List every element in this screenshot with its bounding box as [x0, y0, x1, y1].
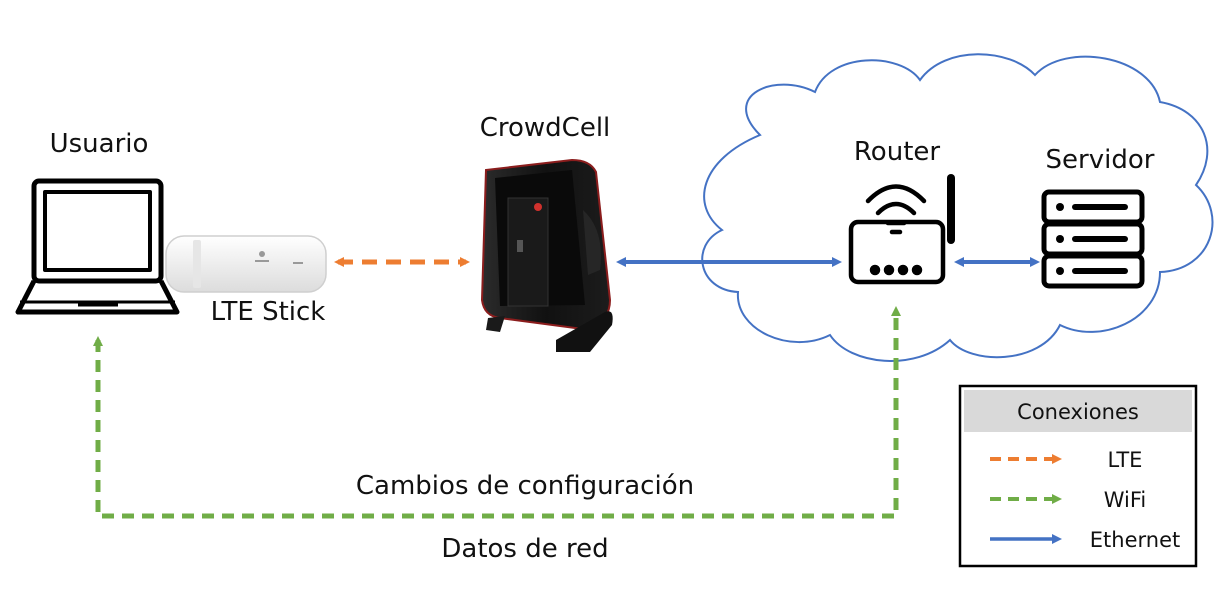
legend-ethernet-label: Ethernet	[1090, 528, 1180, 552]
crowdcell-device-icon	[480, 158, 613, 352]
legend-title: Conexiones	[1017, 400, 1139, 424]
label-user: Usuario	[50, 129, 149, 159]
label-network-data: Datos de red	[441, 534, 608, 564]
legend-lte-label: LTE	[1108, 448, 1143, 472]
legend: Conexiones LTE WiFi Ethernet	[958, 384, 1198, 568]
wifi-connection	[93, 306, 901, 519]
laptop-icon	[15, 178, 180, 315]
legend-header	[964, 390, 1192, 432]
lte-stick-icon	[165, 235, 327, 293]
label-crowdcell: CrowdCell	[480, 113, 611, 143]
legend-wifi-label: WiFi	[1104, 488, 1147, 512]
label-config-changes: Cambios de configuración	[356, 471, 694, 501]
server-icon	[1041, 189, 1145, 289]
label-router: Router	[854, 137, 940, 167]
router-icon	[848, 174, 955, 285]
label-server: Servidor	[1046, 145, 1155, 175]
label-lte-stick: LTE Stick	[211, 297, 326, 327]
